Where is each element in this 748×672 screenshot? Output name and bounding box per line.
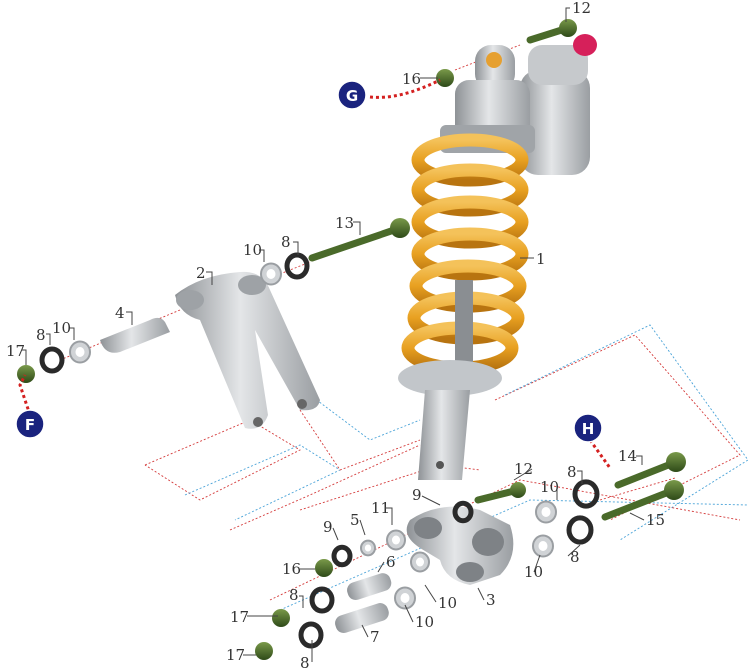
part-label: 2 [196, 264, 206, 282]
part-label: 1 [536, 250, 546, 268]
callout-letter: F [25, 416, 35, 434]
link-lever [175, 271, 320, 429]
callout-circle [337, 80, 367, 110]
bolt-shank [601, 486, 678, 521]
lock-nut [255, 642, 273, 660]
washer [309, 586, 335, 614]
part-label: 17 [6, 342, 25, 360]
bushing-hole [364, 544, 372, 552]
part-label: 3 [486, 591, 496, 609]
bolt-head [666, 452, 686, 472]
part-label: 9 [323, 518, 333, 536]
part-label: 9 [412, 486, 422, 504]
part-label: 10 [52, 319, 71, 337]
damper-shaft [455, 280, 473, 370]
lock-nut [436, 69, 454, 87]
part-label: 8 [567, 463, 577, 481]
part-label: 8 [570, 548, 580, 566]
bushing-hole [266, 269, 276, 279]
callout-letter: G [346, 87, 358, 105]
lower-clevis [418, 390, 470, 480]
part-label: 17 [230, 608, 249, 626]
part-label: 8 [36, 326, 46, 344]
rebound-knob [573, 34, 597, 56]
part-label: 10 [540, 478, 559, 496]
washer [284, 252, 310, 280]
spring-coil [411, 163, 529, 217]
bushing-hole [538, 541, 548, 551]
callout-letter: H [582, 420, 595, 438]
part-label: 16 [282, 560, 301, 578]
bushing-hole [541, 507, 551, 517]
part-label: 12 [514, 460, 533, 478]
bushing-hole [391, 535, 401, 545]
part-label: 17 [226, 646, 245, 664]
callout-H: H [573, 413, 603, 443]
spring-coil [411, 133, 529, 187]
bushing-hole [400, 593, 410, 603]
spring-coil [411, 227, 529, 281]
part-label: 8 [300, 654, 310, 672]
callout-circle [15, 409, 45, 439]
sleeve [335, 603, 389, 634]
shock-absorber [398, 34, 597, 480]
reservoir [520, 70, 590, 175]
spring-coil [411, 195, 529, 249]
bolt-shank [614, 458, 680, 489]
part-label: 13 [335, 214, 354, 232]
part-labels: 12 16 13 1 10 8 2 4 17 8 10 14 8 12 10 9… [6, 0, 665, 672]
part-label: 7 [370, 628, 380, 646]
bolt-shank [308, 224, 404, 262]
part-label: 10 [438, 594, 457, 612]
part-label: 8 [289, 586, 299, 604]
reservoir-cap [528, 45, 588, 85]
callout-circle [573, 413, 603, 443]
bushing-hole [75, 347, 85, 357]
bolts [308, 19, 686, 521]
clevis-hole [436, 461, 444, 469]
small-parts [17, 69, 600, 660]
part-label: 6 [386, 553, 396, 571]
washer [572, 479, 600, 509]
washer [39, 346, 65, 374]
bolt-head [510, 482, 526, 498]
part-label: 11 [371, 499, 390, 517]
part-label: 10 [524, 563, 543, 581]
lock-nut [315, 559, 333, 577]
part-label: 4 [115, 304, 125, 322]
rocker-link [406, 506, 514, 585]
part-label: 12 [572, 0, 591, 17]
part-label: 5 [350, 511, 360, 529]
part-label: 10 [415, 613, 434, 631]
washer [331, 544, 353, 568]
callout-G: G [337, 80, 367, 110]
washer [566, 515, 594, 545]
sleeve [347, 573, 392, 601]
bolt-head [390, 218, 410, 238]
label-leaders [22, 7, 645, 662]
part-label: 16 [402, 70, 421, 88]
lock-nut [272, 609, 290, 627]
bushing-hole [415, 557, 425, 567]
lock-nut [17, 365, 35, 383]
part-label: 8 [281, 233, 291, 251]
lower-spring-seat [398, 360, 502, 396]
bushing-shaft [100, 317, 170, 353]
bolt-head [559, 19, 577, 37]
part-label: 14 [618, 447, 637, 465]
part-label: 15 [646, 511, 665, 529]
spring [401, 133, 529, 375]
washer [452, 500, 474, 524]
callout-F: F [15, 409, 45, 439]
washer [298, 621, 324, 649]
part-label: 10 [243, 241, 262, 259]
top-eye-bushing [486, 52, 502, 68]
callout-leaders [18, 78, 612, 469]
bolt-head [664, 480, 684, 500]
